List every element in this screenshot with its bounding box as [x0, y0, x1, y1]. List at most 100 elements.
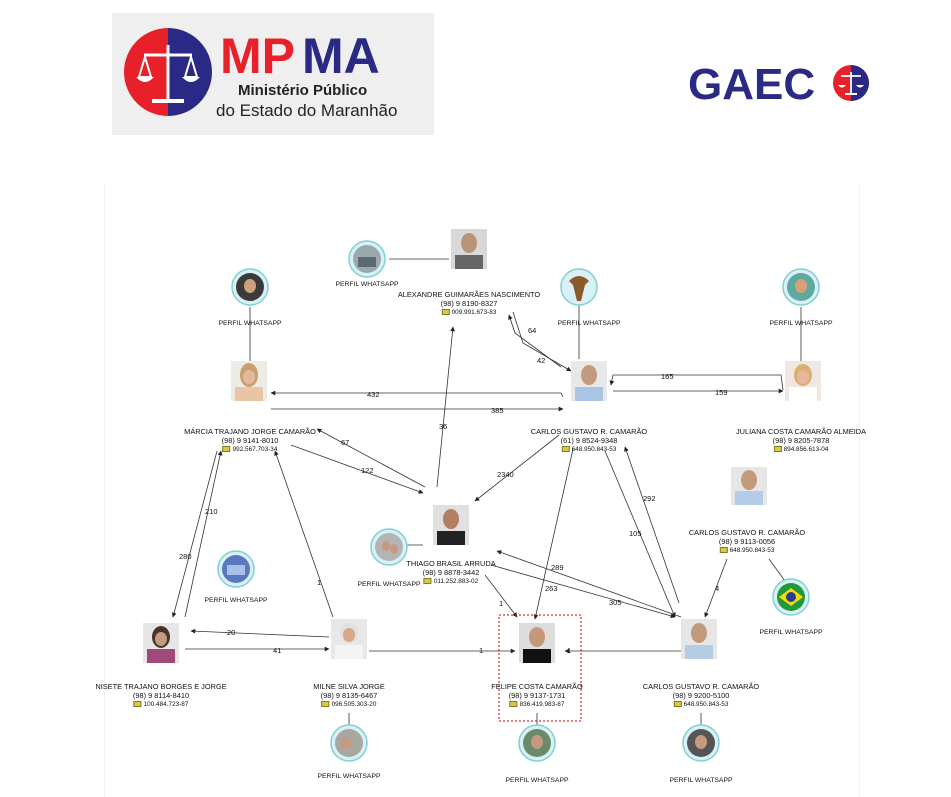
edge-label: 289: [551, 563, 564, 572]
edge-label: 432: [367, 390, 380, 399]
whatsapp-profile-photo: [560, 268, 598, 306]
edge-carlos1-alexandre-64: [508, 314, 562, 368]
document-icon: [509, 701, 518, 708]
edge-label: 41: [273, 646, 281, 655]
person-photo: [231, 361, 267, 401]
person-photo: [785, 361, 821, 401]
whatsapp-profile-photo: [518, 724, 556, 762]
document-icon: [719, 547, 728, 554]
edge-label: 1: [567, 646, 571, 655]
edge-thiago-alexandre-36: [436, 326, 455, 488]
mpma-abbr-ma: MA: [302, 28, 380, 84]
mpma-logo: MP MA Ministério Público do Estado do Ma…: [112, 13, 434, 135]
person-phone: (98) 9 8114-8410: [132, 691, 190, 700]
document-icon: [441, 309, 450, 316]
whatsapp-profile-photo: [682, 724, 720, 762]
gaeco-logo-graphic: GAEC: [688, 60, 869, 109]
mpma-abbr-mp: MP: [220, 28, 295, 84]
whatsapp-label: PERFIL WHATSAPP: [357, 581, 421, 588]
person-name: THIAGO BRASIL ARRUDA: [406, 559, 496, 568]
edge-label: 67: [341, 438, 349, 447]
whatsapp-label: PERFIL WHATSAPP: [505, 777, 569, 784]
person-doc: 894.856.613-04: [783, 446, 829, 453]
edge-carlos1-carlos3-105: [604, 450, 676, 618]
whatsapp-profile-photo: [217, 550, 255, 588]
person-node-carlos2: CARLOS GUSTAVO R. CAMARÃO (98) 9 9113-00…: [689, 528, 805, 555]
person-phone: (61) 9 8524-9348: [560, 436, 618, 445]
person-phone: (98) 9 8205-7878: [772, 436, 830, 445]
edge-label: 1: [317, 578, 321, 587]
whatsapp-label: PERFIL WHATSAPP: [669, 777, 733, 784]
edge-label: 1: [479, 646, 483, 655]
whatsapp-profile-photo: [782, 268, 820, 306]
mpma-logo-graphic: MP MA Ministério Público do Estado do Ma…: [124, 28, 397, 120]
person-doc: 648.950.843-53: [683, 701, 729, 708]
whatsapp-label: PERFIL WHATSAPP: [769, 320, 833, 327]
document-icon: [321, 701, 330, 708]
person-photo: [451, 229, 487, 269]
edge-carlos3-carlos1-292: [624, 446, 680, 604]
edge-carlos2-whatsapp: [768, 558, 786, 582]
edge-label: 36: [439, 422, 447, 431]
person-node-carlos1: CARLOS GUSTAVO R. CAMARÃO (61) 9 8524-93…: [531, 427, 647, 454]
person-photo: [571, 361, 607, 401]
person-doc: 011.252.883-02: [433, 578, 479, 585]
edge-label: 1: [499, 599, 503, 608]
edge-label: 122: [361, 466, 374, 475]
scales-of-justice-icon: [124, 28, 212, 116]
person-phone: (98) 9 9141-8010: [221, 436, 279, 445]
edge-label: 4: [715, 584, 719, 593]
person-node-marcia: MÁRCIA TRAJANO JORGE CAMARÃO (98) 9 9141…: [184, 427, 316, 454]
person-photo: [681, 619, 717, 659]
person-node-alexandre: ALEXANDRE GUIMARÃES NASCIMENTO (98) 9 81…: [398, 290, 540, 317]
whatsapp-label: PERFIL WHATSAPP: [335, 281, 399, 288]
person-phone: (98) 9 8135-6467: [320, 691, 378, 700]
edge-marcia-nisete-280: [171, 450, 218, 618]
whatsapp-label: PERFIL WHATSAPP: [317, 773, 381, 780]
person-doc: 009.991.673-83: [451, 309, 497, 316]
person-phone: (98) 9 9137-1731: [508, 691, 566, 700]
whatsapp-profile-photo: [370, 528, 408, 566]
edge-label-group: 64 42 165 159 432 385 36 67 122 2340 210…: [179, 326, 728, 655]
document-icon: [133, 701, 142, 708]
edge-marcia-thiago-122: [290, 444, 424, 494]
edge-alexandre-carlos1-42: [512, 311, 572, 372]
person-photo: [143, 623, 179, 663]
document-icon: [673, 701, 682, 708]
edge-label: 385: [491, 406, 504, 415]
person-phone: (98) 9 8878-3442: [422, 568, 480, 577]
edge-label: 105: [629, 529, 642, 538]
person-node-milne: MILNE SILVA JORGE (98) 9 8135-6467 096.5…: [313, 682, 385, 709]
whatsapp-profile-photo: [348, 240, 386, 278]
document-icon: [423, 578, 432, 585]
person-photo: [519, 623, 555, 663]
brazil-flag-whatsapp-photo: [772, 578, 810, 616]
edge-label: 305: [609, 598, 622, 607]
person-name: MILNE SILVA JORGE: [313, 682, 385, 691]
person-name: CARLOS GUSTAVO R. CAMARÃO: [688, 528, 806, 537]
person-node-nisete: NISETE TRAJANO BORGES E JORGE (98) 9 811…: [95, 682, 226, 709]
person-name: JULIANA COSTA CAMARÃO ALMEIDA: [735, 427, 867, 436]
network-graph: 64 42 165 159 432 385 36 67 122 2340 210…: [143, 229, 821, 762]
person-photo: [433, 505, 469, 545]
person-name: MÁRCIA TRAJANO JORGE CAMARÃO: [184, 427, 316, 436]
person-doc: 992.567.703-34: [232, 446, 278, 453]
edge-label: 210: [205, 507, 218, 516]
edge-label: 263: [545, 584, 558, 593]
whatsapp-profile-photo: [330, 724, 368, 762]
edge-thiago-felipe-1: [484, 574, 518, 618]
whatsapp-profile-photo: [231, 268, 269, 306]
edge-group: [171, 258, 802, 725]
edge-carlos1-felipe-263: [533, 448, 574, 620]
edge-label: 292: [643, 494, 656, 503]
edge-label: 165: [661, 372, 674, 381]
person-node-carlos3: CARLOS GUSTAVO R. CAMARÃO (98) 9 9200-51…: [643, 682, 759, 709]
person-doc: 648.950.843-53: [571, 446, 617, 453]
scales-of-justice-icon: [833, 65, 869, 101]
gaeco-logo: GAEC: [688, 52, 878, 112]
person-photo: [331, 619, 367, 659]
person-doc: 100.484.723-87: [143, 701, 189, 708]
person-phone: (98) 9 9113-0056: [718, 537, 776, 546]
edge-milne-nisete-20: [190, 628, 330, 638]
person-name: FELIPE COSTA CAMARÃO: [491, 682, 583, 691]
